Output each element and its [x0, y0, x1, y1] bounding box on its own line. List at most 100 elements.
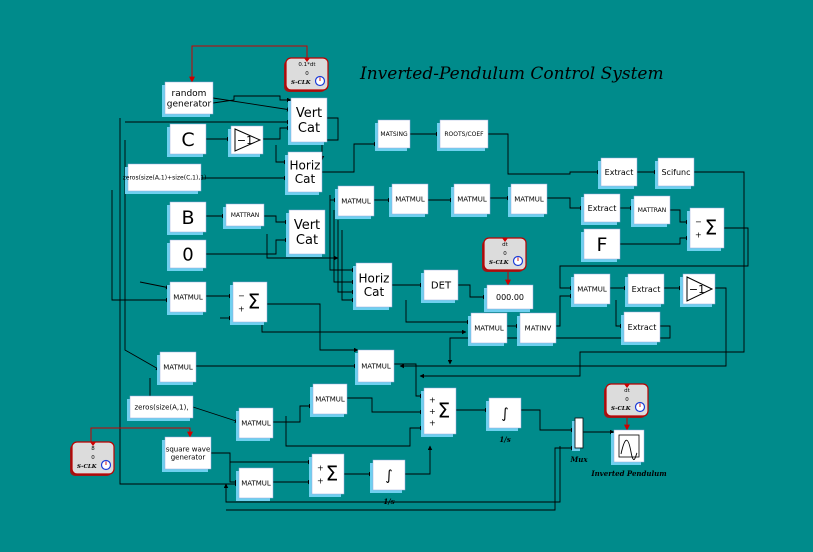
sum-port-sign: + — [238, 305, 245, 314]
block-face — [164, 81, 214, 115]
block-face — [127, 163, 202, 192]
block-scope[interactable]: Inverted Pendulum — [590, 429, 667, 478]
block-matmul-r4[interactable]: MATMUL — [508, 183, 548, 217]
block-roots-coef[interactable]: ROOTS/COEF — [437, 119, 489, 151]
block-sum3[interactable]: Σ+++ — [421, 387, 457, 437]
block-label: 000.00 — [496, 293, 524, 302]
block-label: MATTRAN — [638, 207, 667, 214]
block-const-b[interactable]: B — [167, 201, 207, 235]
block-face — [689, 207, 725, 249]
block-face — [357, 349, 395, 383]
block-face — [633, 195, 671, 225]
block-label: MATMUL — [577, 286, 607, 294]
block-face — [288, 209, 326, 255]
clock-event-port-icon — [502, 238, 508, 242]
block-matmul-7[interactable]: MATMUL — [310, 383, 348, 417]
block-label: MATMUL — [173, 294, 203, 302]
block-label: −1 — [689, 283, 705, 296]
block-matmul-r3[interactable]: MATMUL — [451, 183, 491, 217]
block-face — [290, 97, 328, 143]
block-gain-neg1-top[interactable]: −1 — [228, 125, 264, 157]
block-label: Cat — [295, 172, 316, 186]
block-label: Cat — [298, 121, 320, 136]
sum-port-sign: − — [695, 217, 702, 226]
clock-init: 0 — [305, 71, 309, 77]
clock-event-port-icon — [304, 58, 310, 62]
sum-port-sign: + — [695, 231, 702, 240]
block-face — [169, 281, 207, 313]
block-label: C — [181, 129, 194, 151]
block-sum-right[interactable]: Σ− + — [687, 207, 725, 251]
block-matmul-4[interactable]: MATMUL — [468, 312, 508, 346]
block-label: 0 — [182, 244, 193, 265]
block-extract-2[interactable]: Extract — [581, 193, 621, 225]
block-scifunc[interactable]: Scifunc — [655, 157, 695, 189]
block-gain-neg1-right[interactable]: −1 — [680, 273, 716, 307]
block-extract-3[interactable]: Extract — [625, 273, 665, 307]
block-matmul-8[interactable]: MATMUL — [236, 407, 274, 441]
block-zeros-expr[interactable]: zeros(size(A,1)+size(C,1),1) — [123, 163, 207, 194]
block-const-f[interactable]: F — [581, 228, 621, 262]
block-face — [510, 183, 548, 215]
block-extract-1[interactable]: Extract — [598, 157, 638, 189]
block-face — [423, 269, 459, 301]
sum-port-sign: + — [317, 463, 324, 472]
block-matmul-6[interactable]: MATMUL — [355, 349, 395, 385]
mux-bar-icon — [574, 417, 584, 449]
block-label: MATMUL — [457, 196, 487, 204]
block-zeros-small[interactable]: zeros(size(A,1), — [127, 395, 194, 421]
block-face — [355, 262, 393, 308]
block-sum2[interactable]: Σ++ — [309, 453, 345, 497]
block-const-zero[interactable]: 0 — [167, 239, 207, 271]
block-label: MATMUL — [474, 325, 504, 333]
block-face — [238, 467, 274, 499]
block-label: Cat — [364, 285, 385, 299]
block-caption: 1/s — [383, 497, 394, 506]
block-sum-left[interactable]: Σ−+ — [230, 281, 268, 325]
block-det[interactable]: DET — [421, 269, 459, 303]
sum-sigma-icon: Σ — [705, 215, 718, 239]
block-mattran-2[interactable]: MATTRAN — [631, 195, 671, 227]
block-display[interactable]: 000.00 — [484, 284, 534, 312]
block-matmul-left[interactable]: MATMUL — [167, 281, 207, 315]
block-label: Extract — [605, 168, 634, 177]
clock-block[interactable]: 80S-CLK — [70, 441, 115, 476]
sum-sigma-icon: Σ — [438, 398, 451, 422]
block-label: Horiz — [290, 158, 321, 172]
block-face — [169, 239, 207, 269]
clock-period: 0.1*dt — [298, 62, 316, 68]
block-face — [600, 157, 638, 187]
block-matmul-r2[interactable]: MATMUL — [389, 183, 429, 217]
gain-triangle-icon — [234, 128, 262, 152]
block-matinv[interactable]: MATINV — [517, 312, 557, 346]
block-mux[interactable]: Mux — [569, 417, 588, 464]
block-label: F — [597, 234, 608, 256]
block-matmul-9[interactable]: MATMUL — [236, 467, 274, 501]
sum-port-sign: + — [429, 407, 436, 416]
block-const-c[interactable]: C — [167, 123, 207, 157]
block-matmul-5[interactable]: MATMUL — [157, 351, 197, 385]
block-extract-4[interactable]: Extract — [621, 311, 661, 345]
block-face — [682, 273, 716, 305]
block-integ-2[interactable]: ∫ 1/s — [370, 459, 406, 506]
block-label: MATMUL — [341, 198, 371, 206]
block-integ-1[interactable]: ∫1/s — [486, 397, 522, 444]
block-label: zeros(size(A,1), — [134, 404, 188, 412]
block-label: Cat — [296, 233, 318, 248]
block-matmul-r1[interactable]: MATMUL — [335, 185, 375, 219]
block-mattran-1[interactable]: MATTRAN — [223, 203, 265, 229]
block-matmul-3[interactable]: MATMUL — [571, 273, 611, 307]
block-label: ∫ — [385, 468, 392, 484]
block-matsing[interactable]: MATSING — [375, 119, 411, 151]
block-label: MATMUL — [361, 363, 391, 371]
block-face — [573, 273, 611, 305]
